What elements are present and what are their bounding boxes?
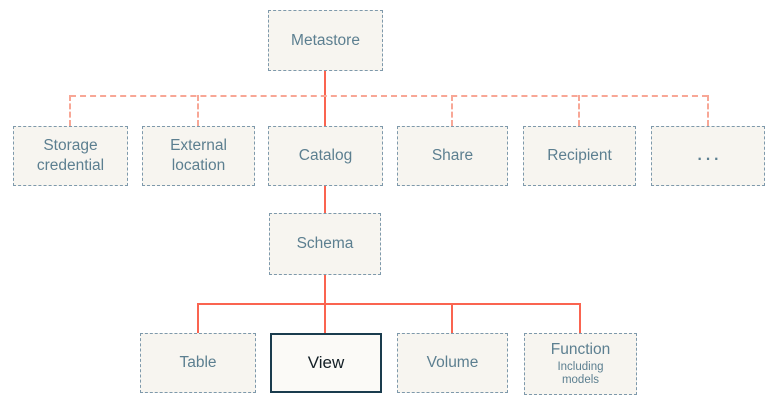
node-function-sublabel: Including models xyxy=(557,361,604,387)
node-storage-credential: Storage credential xyxy=(13,126,128,186)
node-table-label: Table xyxy=(179,354,217,372)
node-storage-credential-label: Storage credential xyxy=(36,137,105,174)
node-catalog: Catalog xyxy=(268,126,383,186)
node-external-location-label: External location xyxy=(170,137,227,174)
connector-stub-function xyxy=(579,303,581,333)
connector-stub-recipient xyxy=(578,95,580,126)
node-metastore: Metastore xyxy=(268,10,383,71)
node-ellipsis: ... xyxy=(651,126,765,186)
connector-stub-volume xyxy=(451,303,453,333)
node-table: Table xyxy=(140,333,256,393)
node-function-label: Function xyxy=(550,341,611,359)
connector-stub-share xyxy=(451,95,453,126)
node-schema: Schema xyxy=(269,213,381,275)
node-view-highlighted: View xyxy=(270,333,382,393)
connector-stub-ellipsis xyxy=(707,95,709,126)
node-metastore-label: Metastore xyxy=(291,31,360,49)
node-recipient: Recipient xyxy=(523,126,636,186)
node-share: Share xyxy=(397,126,508,186)
node-schema-label: Schema xyxy=(296,235,354,253)
node-external-location: External location xyxy=(142,126,255,186)
connector-stub-storage-credential xyxy=(69,95,71,126)
connector-stub-external-location xyxy=(197,95,199,126)
node-volume-label: Volume xyxy=(426,354,479,372)
node-catalog-label: Catalog xyxy=(298,147,353,165)
connector-metastore-children-horizontal xyxy=(70,95,708,97)
node-share-label: Share xyxy=(431,147,474,165)
connector-catalog-schema xyxy=(324,186,326,213)
node-volume: Volume xyxy=(397,333,508,393)
node-view-label: View xyxy=(307,353,345,373)
node-recipient-label: Recipient xyxy=(547,147,612,165)
connector-stub-table xyxy=(197,303,199,333)
node-function: Function Including models xyxy=(524,333,637,395)
connector-schema-children-horizontal xyxy=(198,303,581,305)
node-ellipsis-label: ... xyxy=(697,147,723,165)
connector-metastore-catalog xyxy=(324,71,326,126)
